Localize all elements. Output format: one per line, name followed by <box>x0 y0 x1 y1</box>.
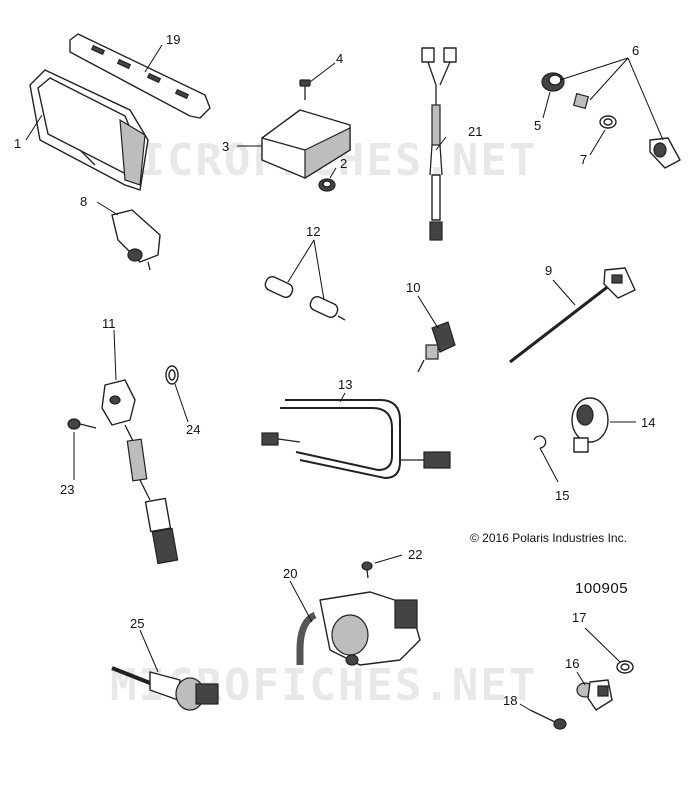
callout-5: 5 <box>534 118 541 133</box>
part-17-oring <box>616 660 634 674</box>
callout-17: 17 <box>572 610 586 625</box>
callout-18: 18 <box>503 693 517 708</box>
part-1-ecu <box>29 69 149 191</box>
callout-9: 9 <box>545 263 552 278</box>
part-3-module <box>261 109 351 180</box>
callout-14: 14 <box>641 415 655 430</box>
part-12-pins <box>264 276 346 321</box>
callout-13: 13 <box>338 377 352 392</box>
callout-4: 4 <box>336 51 343 66</box>
part-16-sensor <box>576 679 613 711</box>
callout-6: 6 <box>632 43 639 58</box>
callout-10: 10 <box>406 280 420 295</box>
part-10-temp-sensor <box>417 321 456 373</box>
callout-19: 19 <box>166 32 180 47</box>
callout-20: 20 <box>283 566 297 581</box>
part-13-harness-loop <box>261 399 451 480</box>
part-14-knock-sensor <box>571 397 609 453</box>
callout-12: 12 <box>306 224 320 239</box>
part-20-throttle-body <box>296 591 421 666</box>
part-24-oring <box>165 365 179 385</box>
callout-11: 11 <box>102 316 116 331</box>
callout-24: 24 <box>186 422 200 437</box>
callout-16: 16 <box>565 656 579 671</box>
drawing-number: 100905 <box>575 580 629 597</box>
part-4-screw <box>299 79 311 100</box>
part-22-screw <box>361 561 373 579</box>
part-23-bolt <box>67 418 97 430</box>
callout-25: 25 <box>130 616 144 631</box>
callout-7: 7 <box>580 152 587 167</box>
part-9-long-sensor <box>509 267 636 364</box>
callouts: 1 2 3 4 5 6 7 8 9 10 11 12 13 14 15 16 1… <box>14 32 655 708</box>
part-11-crank-sensor <box>101 379 179 565</box>
part-7-oring <box>599 115 617 129</box>
part-18-bolt <box>529 709 567 730</box>
part-8-map-sensor <box>111 209 161 271</box>
copyright-notice: © 2016 Polaris Industries Inc. <box>470 531 627 545</box>
part-19-bracket <box>69 33 211 119</box>
callout-8: 8 <box>80 194 87 209</box>
callout-15: 15 <box>555 488 569 503</box>
callout-22: 22 <box>408 547 422 562</box>
leader-lines <box>25 44 664 711</box>
callout-23: 23 <box>60 482 74 497</box>
part-25-sensor <box>111 666 219 711</box>
part-6-sensor <box>541 72 681 169</box>
part-2-grommet <box>318 178 336 192</box>
part-21-harness <box>421 47 457 241</box>
callout-1: 1 <box>14 136 21 151</box>
callout-21: 21 <box>468 124 482 139</box>
callout-3: 3 <box>222 139 229 154</box>
part-15-clip <box>533 435 547 449</box>
callout-2: 2 <box>340 156 347 171</box>
